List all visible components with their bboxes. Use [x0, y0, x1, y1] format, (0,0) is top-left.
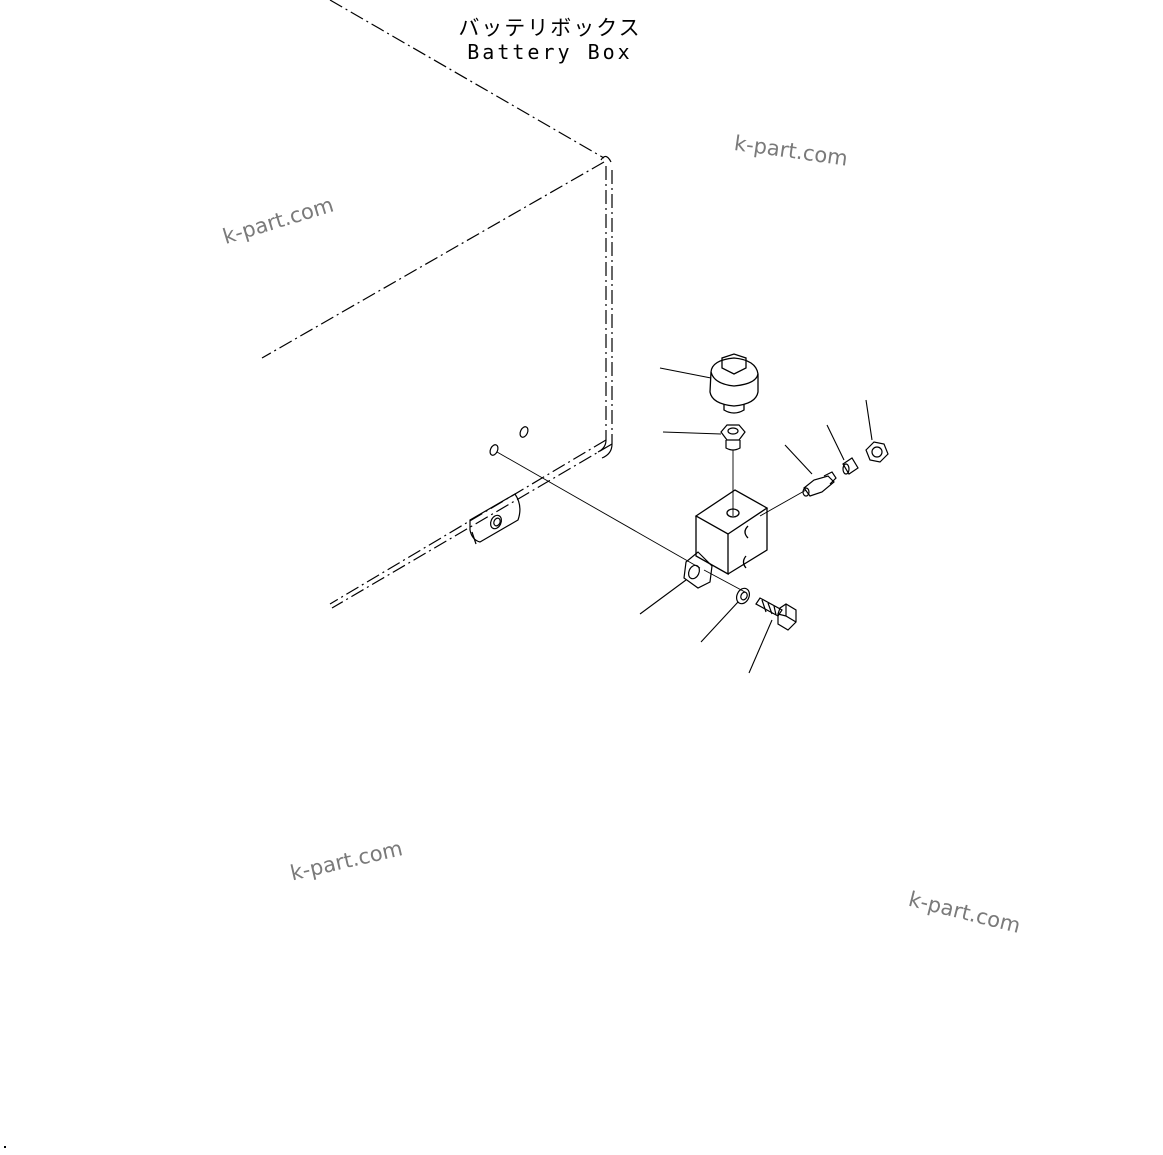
battery-box-outline — [261, 0, 613, 609]
elbow-fitting — [802, 471, 837, 497]
valve-block — [694, 489, 769, 576]
washer — [735, 587, 751, 605]
hex-nut — [865, 441, 889, 463]
plug-cap — [709, 353, 759, 414]
mount-axis-line — [496, 451, 701, 569]
battery-box-label-en: Battery Box — [467, 40, 633, 64]
battery-box-corner — [597, 155, 613, 459]
plug-fitting — [720, 424, 746, 451]
box-hole-2 — [489, 444, 499, 456]
leader-lines — [639, 367, 873, 674]
sleeve — [842, 457, 859, 475]
block-mounting-ear — [683, 551, 713, 589]
battery-box-label-jp: バッテリボックス — [458, 16, 642, 40]
bolt — [755, 597, 797, 631]
corner-dot — [4, 1146, 6, 1148]
fitting-axis-line — [759, 489, 807, 517]
box-mounting-tab — [469, 493, 521, 545]
box-hole-1 — [519, 426, 529, 438]
